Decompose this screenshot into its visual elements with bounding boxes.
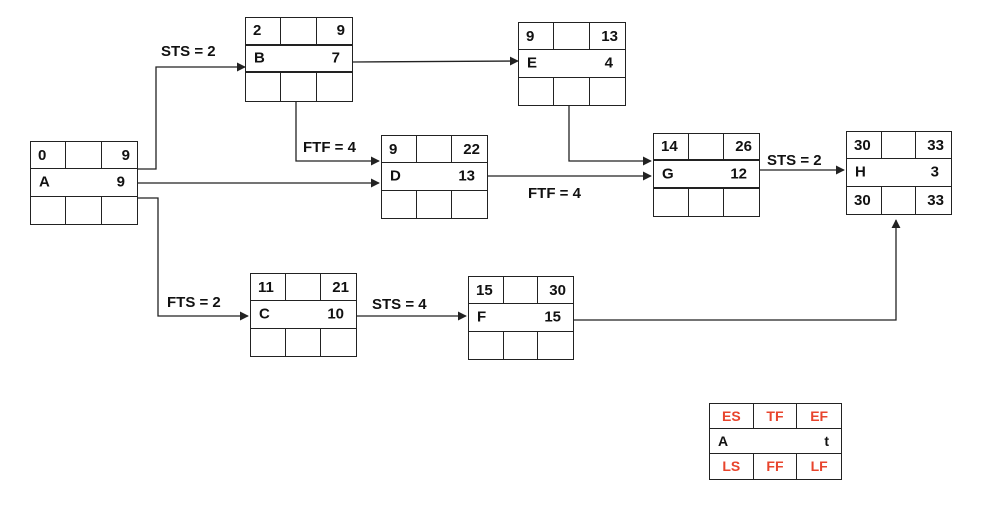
legend-tf-label: TF <box>754 404 798 428</box>
arrow-b-to-d <box>295 102 380 166</box>
free-float <box>504 331 539 359</box>
late-finish <box>590 78 625 105</box>
late-finish <box>452 191 487 218</box>
late-start <box>31 196 67 224</box>
activity-duration: 7 <box>331 49 340 67</box>
relation-label-d-g: FTF = 4 <box>528 185 581 202</box>
legend-lf-label: LF <box>810 458 828 475</box>
late-finish <box>102 197 137 224</box>
activity-name: B <box>254 49 265 67</box>
free-float <box>882 186 917 214</box>
legend-ef-label: EF <box>810 407 829 424</box>
activity-duration: 15 <box>544 308 561 326</box>
early-finish: 33 <box>927 136 944 154</box>
late-start <box>654 188 689 216</box>
activity-duration: 10 <box>327 305 344 323</box>
early-start: 15 <box>469 277 504 304</box>
early-start: 0 <box>31 142 67 169</box>
early-start: 14 <box>654 134 689 160</box>
activity-name: H <box>855 163 866 181</box>
activity-duration: 13 <box>458 167 475 185</box>
early-start: 2 <box>246 18 282 44</box>
activity-name: E <box>527 54 538 72</box>
early-finish: 9 <box>336 22 345 40</box>
activity-duration: 3 <box>930 163 939 181</box>
free-float <box>286 328 321 356</box>
late-finish <box>724 189 759 216</box>
early-finish: 22 <box>463 140 480 158</box>
relation-label-a-b: STS = 2 <box>161 43 216 60</box>
late-start <box>519 77 555 105</box>
early-finish: 21 <box>332 278 349 296</box>
activity-name: F <box>477 308 487 326</box>
relation-label-c-f: STS = 4 <box>372 296 427 313</box>
early-start: 30 <box>847 132 882 159</box>
activity-node-b: 2 9 B 7 <box>245 17 353 102</box>
early-start: 9 <box>519 23 555 50</box>
total-float <box>286 274 321 301</box>
free-float <box>417 190 452 218</box>
early-start: 9 <box>382 136 417 163</box>
late-start <box>246 73 282 101</box>
activity-node-a: 0 9 A 9 <box>30 141 138 225</box>
relation-label-b-d: FTF = 4 <box>303 139 356 156</box>
arrow-e-to-g <box>568 106 652 166</box>
total-float <box>281 18 317 44</box>
early-finish: 26 <box>735 138 752 156</box>
legend-node: ES TF EF A t LS FF LF <box>709 403 842 480</box>
legend-es-label: ES <box>710 404 754 428</box>
early-finish: 13 <box>601 27 618 45</box>
activity-name: C <box>259 305 270 323</box>
late-start <box>251 328 286 356</box>
legend-duration-label: t <box>824 432 829 449</box>
legend-ff-label: FF <box>754 453 798 479</box>
activity-node-c: 11 21 C 10 <box>250 273 357 357</box>
total-float <box>66 142 102 169</box>
activity-name: A <box>39 173 50 191</box>
legend-ls-label: LS <box>710 453 754 479</box>
free-float <box>281 73 317 101</box>
arrow-a-to-b <box>138 62 246 170</box>
arrow-b-to-e <box>352 56 519 66</box>
total-float <box>417 136 452 163</box>
free-float <box>689 188 724 216</box>
activity-node-g: 14 26 G 12 <box>653 133 760 217</box>
total-float <box>882 132 917 159</box>
activity-duration: 4 <box>604 54 613 72</box>
late-finish: 33 <box>927 191 944 209</box>
early-finish: 30 <box>549 281 566 299</box>
activity-name: D <box>390 167 401 185</box>
total-float <box>554 23 590 50</box>
activity-node-f: 15 30 F 15 <box>468 276 574 360</box>
free-float <box>554 77 590 105</box>
late-finish <box>538 332 573 359</box>
late-finish <box>317 73 352 101</box>
late-start <box>469 331 504 359</box>
activity-duration: 12 <box>730 165 747 183</box>
activity-duration: 9 <box>116 173 125 191</box>
early-start: 11 <box>251 274 286 301</box>
activity-name: G <box>662 165 674 183</box>
arrow-f-to-h <box>574 219 901 321</box>
relation-label-a-c: FTS = 2 <box>167 294 221 311</box>
relation-label-g-h: STS = 2 <box>767 152 822 169</box>
activity-node-e: 9 13 E 4 <box>518 22 626 106</box>
total-float <box>504 277 539 304</box>
free-float <box>66 196 102 224</box>
activity-node-h: 30 33 H 3 30 33 <box>846 131 952 215</box>
late-start <box>382 190 417 218</box>
activity-node-d: 9 22 D 13 <box>381 135 488 219</box>
late-finish <box>321 329 356 356</box>
legend-activity-label: A <box>718 432 729 449</box>
late-start: 30 <box>847 186 882 214</box>
arrow-a-to-c <box>138 197 249 321</box>
total-float <box>689 134 724 160</box>
early-finish: 9 <box>121 146 130 164</box>
